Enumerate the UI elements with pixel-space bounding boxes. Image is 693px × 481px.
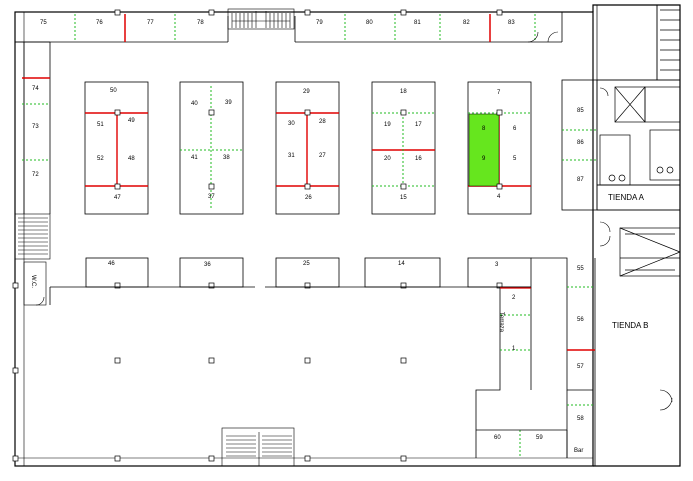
stall-37[interactable]: 37: [208, 194, 215, 200]
north-stairs: [227, 8, 295, 30]
stall-59[interactable]: 59: [536, 435, 543, 441]
stall-81[interactable]: 81: [414, 20, 421, 26]
stall-56[interactable]: 56: [577, 317, 584, 323]
stall-16[interactable]: 16: [415, 156, 422, 162]
stall-75[interactable]: 75: [40, 20, 47, 26]
west-stairs: [14, 213, 51, 306]
east-corridor: [475, 79, 680, 466]
stall-29[interactable]: 29: [303, 89, 310, 95]
stall-19[interactable]: 19: [384, 122, 391, 128]
stall-46[interactable]: 46: [108, 261, 115, 267]
terraza-label: Terraza: [498, 312, 504, 333]
stall-6[interactable]: 6: [513, 126, 517, 132]
stall-labels: 75 76 77 78 79 80 81 82 83 74 73 72 50 5…: [32, 20, 584, 441]
south-stairs: [221, 427, 295, 467]
east-dividers: [500, 129, 597, 458]
stall-86[interactable]: 86: [577, 140, 584, 146]
stall-25[interactable]: 25: [303, 261, 310, 267]
outer-walls: [14, 4, 681, 467]
stall-3[interactable]: 3: [495, 262, 499, 268]
stall-1[interactable]: 1: [512, 346, 516, 352]
stall-7[interactable]: 7: [497, 90, 501, 96]
stall-60[interactable]: 60: [494, 435, 501, 441]
stall-28[interactable]: 28: [319, 119, 326, 125]
stall-57[interactable]: 57: [577, 364, 584, 370]
island-dividers: [85, 86, 531, 210]
stall-87[interactable]: 87: [577, 177, 584, 183]
stall-49[interactable]: 49: [128, 118, 135, 124]
stall-26[interactable]: 26: [305, 195, 312, 201]
stall-41[interactable]: 41: [191, 155, 198, 161]
stall-5[interactable]: 5: [513, 156, 517, 162]
stall-74[interactable]: 74: [32, 86, 39, 92]
stall-77[interactable]: 77: [147, 20, 154, 26]
stall-2[interactable]: 2: [512, 295, 516, 301]
stall-20[interactable]: 20: [384, 156, 391, 162]
tienda-a-label[interactable]: TIENDA A: [608, 193, 645, 202]
stall-47[interactable]: 47: [114, 195, 121, 201]
stall-40[interactable]: 40: [191, 101, 198, 107]
stall-39[interactable]: 39: [225, 100, 232, 106]
escalator: [619, 227, 681, 277]
bottom-right-bay: [476, 429, 568, 458]
south-shop-row: [49, 257, 532, 305]
stall-38[interactable]: 38: [223, 155, 230, 161]
stall-76[interactable]: 76: [96, 20, 103, 26]
stall-78[interactable]: 78: [197, 20, 204, 26]
columns: [12, 9, 503, 462]
stall-58[interactable]: 58: [577, 416, 584, 422]
stall-79[interactable]: 79: [316, 20, 323, 26]
stall-31[interactable]: 31: [288, 153, 295, 159]
wc-label: W.C.: [30, 275, 36, 288]
service-block: [596, 4, 681, 211]
stall-50[interactable]: 50: [110, 88, 117, 94]
stall-73[interactable]: 73: [32, 124, 39, 130]
stall-27[interactable]: 27: [319, 153, 326, 159]
stall-14[interactable]: 14: [398, 261, 405, 267]
stall-36[interactable]: 36: [204, 262, 211, 268]
stall-30[interactable]: 30: [288, 121, 295, 127]
north-stall-dividers: [22, 14, 536, 161]
stall-83[interactable]: 83: [508, 20, 515, 26]
highlighted-stall-8[interactable]: [468, 113, 500, 187]
doors: [35, 31, 673, 411]
stall-51[interactable]: 51: [97, 122, 104, 128]
stall-9[interactable]: 9: [482, 156, 486, 162]
stall-8[interactable]: 8: [482, 126, 486, 132]
north-stall-strip: [15, 12, 563, 214]
stall-15[interactable]: 15: [400, 195, 407, 201]
stall-48[interactable]: 48: [128, 156, 135, 162]
stall-18[interactable]: 18: [400, 89, 407, 95]
stall-82[interactable]: 82: [463, 20, 470, 26]
islands: [84, 81, 532, 215]
stall-55[interactable]: 55: [577, 266, 584, 272]
stall-85[interactable]: 85: [577, 108, 584, 114]
stall-52[interactable]: 52: [97, 156, 104, 162]
bar-label: Bar: [574, 448, 583, 454]
tienda-b-label[interactable]: TIENDA B: [612, 321, 648, 330]
stall-80[interactable]: 80: [366, 20, 373, 26]
stall-72[interactable]: 72: [32, 172, 39, 178]
stall-4[interactable]: 4: [497, 194, 501, 200]
stall-17[interactable]: 17: [415, 122, 422, 128]
